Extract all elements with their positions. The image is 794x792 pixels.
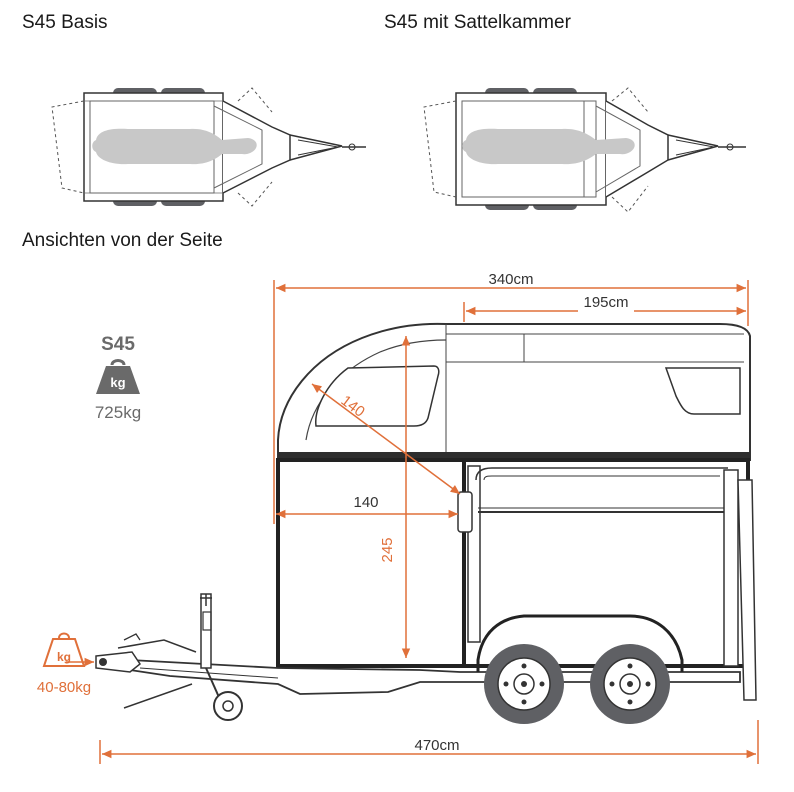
weight-kg-icon: kg: [96, 359, 140, 394]
side-window: [664, 367, 741, 415]
heading-side-view: Ansichten von der Seite: [22, 230, 223, 251]
side-view-trailer: [95, 322, 757, 724]
chassis: [129, 659, 741, 695]
side-wheel: [484, 644, 564, 724]
lower-body-front: [276, 458, 466, 668]
side-wheel: [590, 644, 670, 724]
wheel-arch: [476, 614, 684, 672]
dim-195-label: 195cm: [583, 294, 628, 311]
top-view-sattelkammer: [423, 87, 746, 213]
model-weight: 725kg: [95, 403, 141, 422]
dim-340-label: 340cm: [488, 271, 533, 288]
svg-text:kg: kg: [110, 375, 125, 390]
svg-text:kg: kg: [57, 650, 71, 664]
dim-470-label: 470cm: [414, 737, 459, 754]
heading-s45-basis: S45 Basis: [22, 12, 108, 33]
horse-silhouette: [92, 128, 257, 165]
drawbar-load-value: 40-80kg: [37, 679, 91, 696]
dim-140-label: 140: [353, 494, 378, 511]
model-name: S45: [101, 334, 135, 355]
coupling-head: [95, 651, 142, 673]
dim-245-label: 245: [379, 537, 396, 562]
horse-silhouette: [462, 128, 635, 165]
door-handle: [457, 491, 473, 533]
jockey-wheel: [213, 691, 243, 721]
drawbar-kg-icon: kg: [42, 632, 86, 667]
drawbar-load-badge: kg 40-80kg: [37, 632, 94, 696]
model-weight-badge: S45 kg 725kg: [95, 334, 141, 422]
rear-ramp: [737, 479, 757, 701]
lower-body-rear: [462, 458, 750, 668]
top-view-basis: [51, 87, 366, 207]
dimension-lines: [99, 280, 759, 764]
dim-diagonal-line: [311, 383, 461, 495]
heading-s45-sattelkammer: S45 mit Sattelkammer: [384, 12, 571, 33]
